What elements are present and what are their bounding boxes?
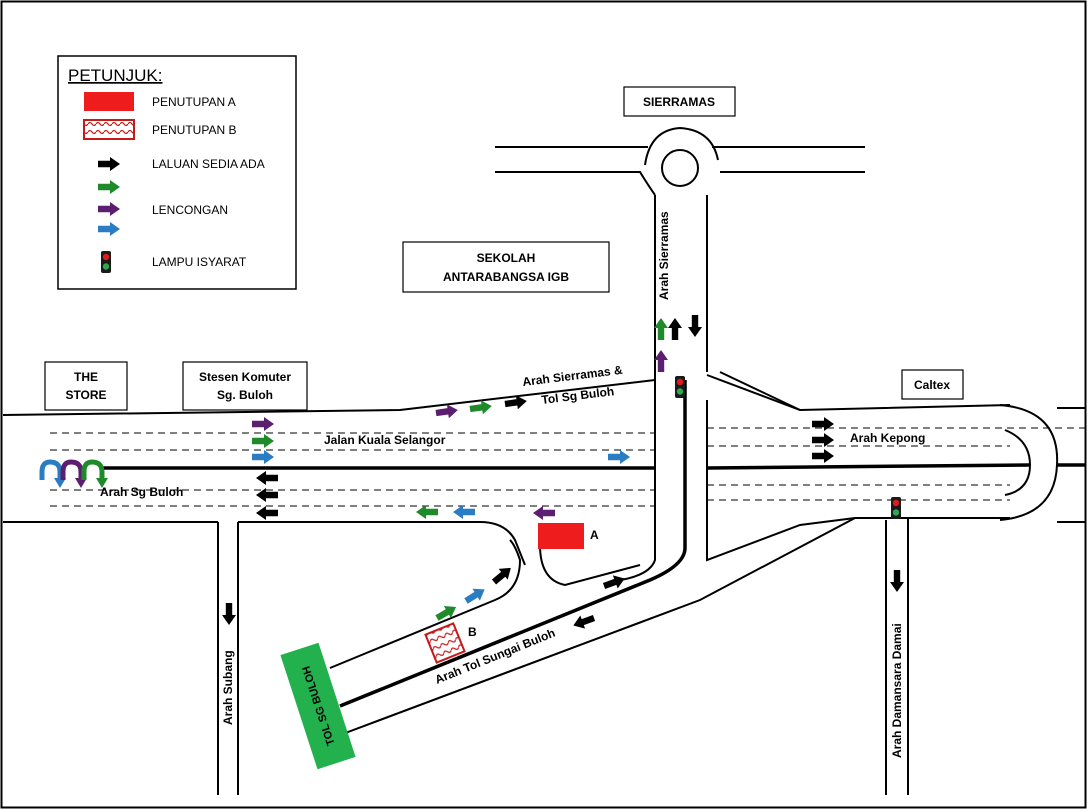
toll-ramp-lower	[339, 517, 856, 736]
place-the-store: THE STORE	[44, 361, 128, 411]
svg-text:Caltex: Caltex	[914, 378, 950, 392]
place-caltex: Caltex	[901, 369, 964, 400]
u-turn-purple-arrow-icon	[60, 459, 87, 488]
road-label-jalan-kuala-selangor: Jalan Kuala Selangor	[324, 433, 446, 447]
legend-closure-b-label: PENUTUPAN B	[152, 123, 236, 137]
median	[100, 380, 1085, 708]
sierramas-access-top	[719, 371, 801, 411]
road-label-arah-damansara: Arah Damansara Damai	[890, 623, 904, 758]
roundabout-inner	[661, 149, 699, 187]
svg-text:Stesen Komuter: Stesen Komuter	[199, 370, 291, 384]
closure-b-marker: B	[468, 625, 477, 639]
road-label-arah-subang: Arah Subang	[221, 650, 235, 725]
place-school: SEKOLAH ANTARABANGSA IGB	[402, 241, 610, 293]
legend-closure-a-label: PENUTUPAN A	[152, 95, 236, 109]
toll-ramp-loop	[539, 544, 641, 587]
legend-title: PETUNJUK:	[68, 66, 162, 85]
route-arrows	[39, 315, 904, 633]
toll-ramp-upper	[329, 539, 522, 669]
legend-traffic-light-label: LAMPU ISYARAT	[152, 255, 247, 269]
road-label-arah-kepong: Arah Kepong	[850, 431, 925, 445]
main-road-top-edge-west	[2, 379, 656, 416]
main-road-bottom-edge-mid	[238, 521, 526, 566]
closure-a-swatch	[84, 92, 134, 111]
svg-text:Sg. Buloh: Sg. Buloh	[217, 388, 273, 402]
traffic-light-sierramas-junction-icon	[675, 376, 685, 398]
u-turn-green-arrow-icon	[81, 459, 108, 488]
closure-a-marker: A	[590, 528, 599, 542]
svg-text:THE: THE	[74, 370, 98, 384]
legend-detour-label: LENCONGAN	[152, 203, 228, 217]
place-komuter: Stesen Komuter Sg. Buloh	[182, 361, 308, 411]
sierramas-road-west-bottom	[495, 171, 656, 196]
svg-text:ANTARABANGSA IGB: ANTARABANGSA IGB	[443, 270, 569, 284]
lane-markings	[50, 380, 1085, 520]
traffic-light-damansara-junction-icon	[891, 497, 901, 519]
svg-text:SEKOLAH: SEKOLAH	[477, 251, 536, 265]
closure-b-block	[424, 622, 466, 664]
svg-text:STORE: STORE	[65, 388, 106, 402]
legend-box: PETUNJUK: PENUTUPAN A PENUTUPAN B LALUAN…	[57, 55, 297, 290]
sierramas-road-left	[619, 195, 656, 581]
closure-a-block	[538, 523, 584, 549]
closure-b-swatch	[83, 119, 135, 140]
road-label-arah-sierramas: Arah Sierramas	[657, 211, 671, 300]
place-sierramas: SIERRAMAS	[623, 86, 736, 117]
u-turn-blue-arrow-icon	[39, 459, 66, 488]
roundabout-outer-w	[644, 126, 719, 166]
traffic-light-icon	[101, 251, 111, 273]
legend-existing-route-label: LALUAN SEDIA ADA	[152, 157, 265, 171]
svg-text:SIERRAMAS: SIERRAMAS	[643, 95, 715, 109]
road-label-arah-sg-buloh: Arah Sg Buloh	[100, 485, 183, 499]
